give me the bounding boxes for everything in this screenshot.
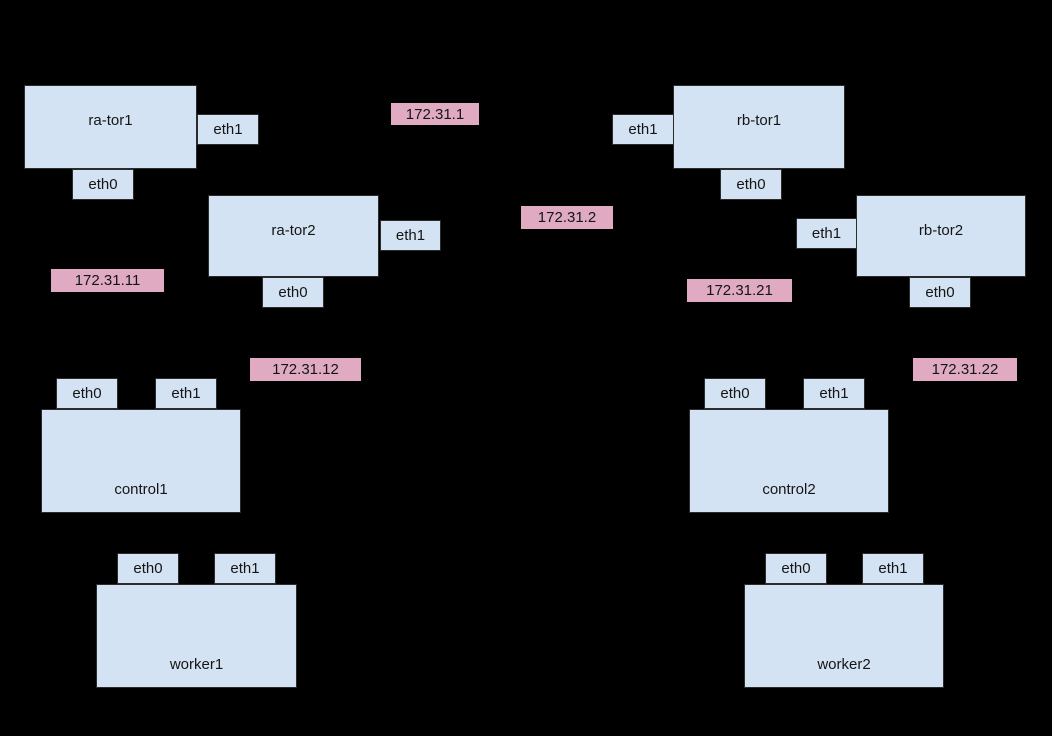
interface-rb-tor2-eth0[interactable]: eth0 [909, 277, 971, 308]
interface-control1-eth1[interactable]: eth1 [155, 378, 217, 409]
node-worker2[interactable]: worker2 [744, 584, 944, 688]
node-control2[interactable]: control2 [689, 409, 889, 513]
node-ra-tor1[interactable]: ra-tor1 [24, 85, 197, 169]
interface-worker2-eth1[interactable]: eth1 [862, 553, 924, 584]
node-label: control2 [762, 480, 816, 498]
network-label-172-31-1[interactable]: 172.31.1 [391, 103, 479, 125]
interface-worker2-eth0[interactable]: eth0 [765, 553, 827, 584]
network-label-172-31-21[interactable]: 172.31.21 [687, 279, 792, 302]
node-label: worker2 [817, 655, 871, 673]
node-ra-tor2[interactable]: ra-tor2 [208, 195, 379, 277]
node-label: worker1 [169, 655, 224, 673]
node-label: rb-tor1 [736, 112, 782, 129]
interface-worker1-eth1[interactable]: eth1 [214, 553, 276, 584]
node-control1[interactable]: control1 [41, 409, 241, 513]
node-worker1[interactable]: worker1 [96, 584, 297, 688]
node-rb-tor2[interactable]: rb-tor2 [856, 195, 1026, 277]
node-label: control1 [114, 480, 168, 498]
interface-ra-tor2-eth1[interactable]: eth1 [380, 220, 441, 251]
interface-rb-tor1-eth0[interactable]: eth0 [720, 169, 782, 200]
interface-ra-tor1-eth0[interactable]: eth0 [72, 169, 134, 200]
network-label-172-31-12[interactable]: 172.31.12 [250, 358, 361, 381]
interface-control1-eth0[interactable]: eth0 [56, 378, 118, 409]
interface-ra-tor2-eth0[interactable]: eth0 [262, 277, 324, 308]
interface-ra-tor1-eth1[interactable]: eth1 [197, 114, 259, 145]
network-label-172-31-22[interactable]: 172.31.22 [913, 358, 1017, 381]
node-label: ra-tor2 [271, 222, 316, 239]
interface-control2-eth0[interactable]: eth0 [704, 378, 766, 409]
network-label-172-31-11[interactable]: 172.31.11 [51, 269, 164, 292]
node-rb-tor1[interactable]: rb-tor1 [673, 85, 845, 169]
node-label: ra-tor1 [88, 112, 133, 129]
interface-worker1-eth0[interactable]: eth0 [117, 553, 179, 584]
network-label-172-31-2[interactable]: 172.31.2 [521, 206, 613, 229]
node-label: rb-tor2 [918, 222, 964, 239]
interface-rb-tor2-eth1[interactable]: eth1 [796, 218, 857, 249]
interface-control2-eth1[interactable]: eth1 [803, 378, 865, 409]
interface-rb-tor1-eth1[interactable]: eth1 [612, 114, 674, 145]
